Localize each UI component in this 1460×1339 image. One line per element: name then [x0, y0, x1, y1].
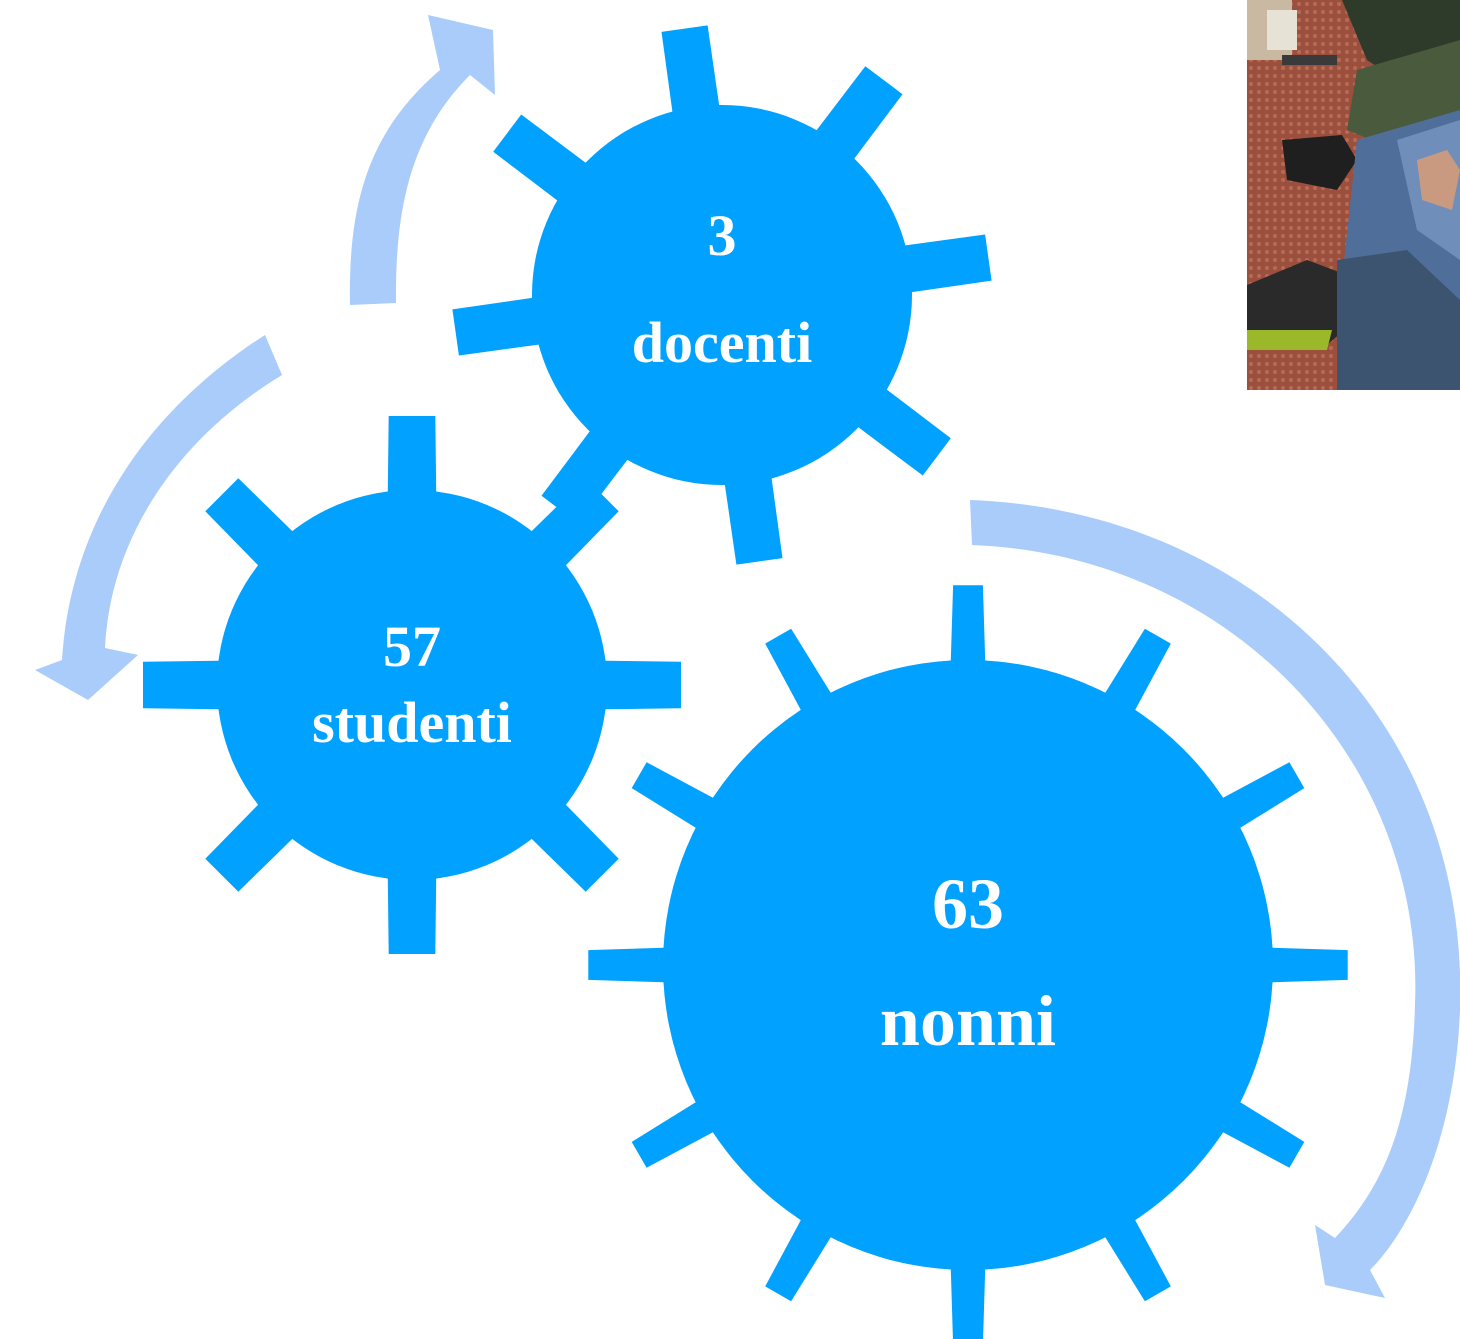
- gear-labels: 3 docenti 57 studenti 63 nonni: [312, 203, 1056, 1061]
- gear-nonni-body: [663, 660, 1273, 1270]
- arrow-top: [349, 15, 495, 305]
- gear-docenti-body: [532, 105, 912, 485]
- gear-studenti-label: studenti: [312, 690, 512, 755]
- gears: [143, 25, 1348, 1339]
- gear-docenti-label: docenti: [632, 310, 812, 375]
- arrows: [35, 15, 1460, 1298]
- people-seated-photo-icon: [1247, 0, 1460, 390]
- people-seated-photo: [1247, 0, 1460, 390]
- gear-nonni-number: 63: [932, 864, 1004, 944]
- gear-studenti-body: [217, 490, 607, 880]
- arrow-right: [970, 500, 1460, 1298]
- gear-docenti-number: 3: [708, 203, 737, 268]
- gear-nonni-label: nonni: [880, 981, 1056, 1061]
- arrow-left: [35, 335, 282, 700]
- gear-studenti-number: 57: [383, 614, 441, 679]
